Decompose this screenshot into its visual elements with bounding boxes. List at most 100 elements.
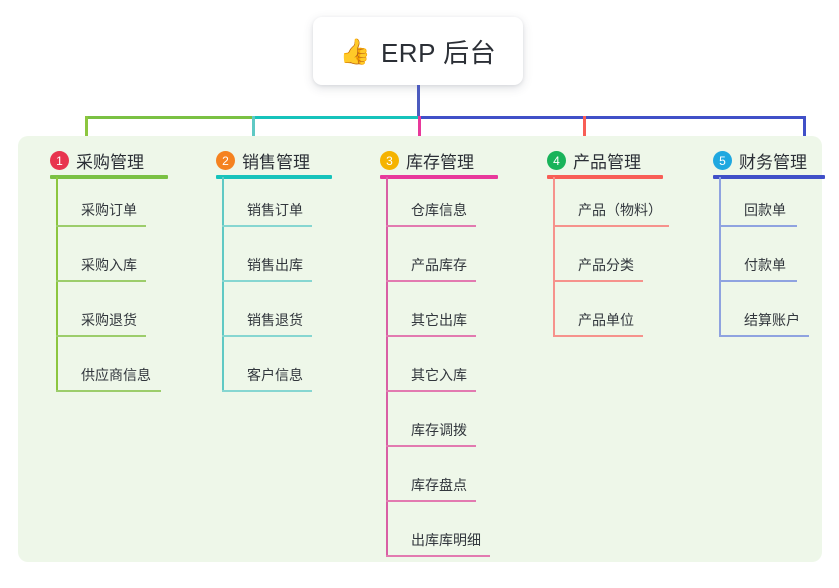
branch-item-label: 销售订单: [247, 202, 303, 218]
branch-item-rule: [56, 390, 161, 392]
branch-header-rule-1: [50, 175, 168, 179]
branch-item-rule: [222, 225, 312, 227]
root-stem-connector: [417, 85, 420, 118]
branch-spine-5: [719, 177, 721, 337]
branch-item-rule: [386, 280, 476, 282]
branch-header-rule-5: [713, 175, 825, 179]
branch-item[interactable]: 采购入库: [56, 238, 146, 282]
branch-item-label: 销售退货: [247, 312, 303, 328]
branch-title-1: 采购管理: [76, 153, 144, 172]
branch-header-4[interactable]: 4 产品管理: [547, 148, 641, 173]
bus-blue-connector: [418, 116, 806, 119]
branches-panel: 1 采购管理采购订单采购入库采购退货供应商信息 2 销售管理销售订单销售出库销售退货客…: [18, 136, 825, 562]
thumbs-up-icon: 👍: [339, 36, 371, 66]
branch-header-1[interactable]: 1 采购管理: [50, 148, 144, 173]
branch-column-4: 4 产品管理产品（物料） 产品分类产品单位: [547, 136, 713, 562]
branch-badge-4: 4: [547, 151, 566, 170]
branch-item-label: 出库库明细: [411, 532, 481, 548]
branch-item-rule: [56, 280, 146, 282]
branch-item-rule: [553, 225, 669, 227]
bus-teal-connector: [252, 116, 419, 119]
branch-item[interactable]: 仓库信息: [386, 183, 476, 227]
branch-item-label: 回款单: [744, 202, 786, 218]
drop-1-connector: [85, 116, 88, 144]
branch-item[interactable]: 产品库存: [386, 238, 476, 282]
branch-item[interactable]: 采购退货: [56, 293, 146, 337]
root-node[interactable]: 👍 ERP 后台: [313, 17, 523, 85]
branch-item-label: 付款单: [744, 257, 786, 273]
branch-badge-1: 1: [50, 151, 69, 170]
branch-item[interactable]: 产品单位: [553, 293, 643, 337]
branch-item[interactable]: 回款单: [719, 183, 797, 227]
branch-item-label: 其它出库: [411, 312, 467, 328]
branch-item[interactable]: 销售出库: [222, 238, 312, 282]
branch-item[interactable]: 其它入库: [386, 348, 476, 392]
branch-item[interactable]: 库存盘点: [386, 458, 476, 502]
branch-item[interactable]: 客户信息: [222, 348, 312, 392]
branch-item-rule: [56, 335, 146, 337]
branch-header-rule-4: [547, 175, 663, 179]
drop-5-connector: [803, 116, 806, 144]
branch-item-rule: [553, 335, 643, 337]
branch-item[interactable]: 销售订单: [222, 183, 312, 227]
branch-item-rule: [222, 335, 312, 337]
branch-title-2: 销售管理: [242, 153, 310, 172]
branch-item-rule: [386, 500, 476, 502]
branch-badge-2: 2: [216, 151, 235, 170]
branch-item[interactable]: 产品（物料）: [553, 183, 669, 227]
branch-item-rule: [222, 280, 312, 282]
bus-green-connector: [85, 116, 253, 119]
branch-item-label: 产品单位: [578, 312, 634, 328]
branch-item-label: 采购入库: [81, 257, 137, 273]
branch-spine-2: [222, 177, 224, 392]
branch-item-label: 产品分类: [578, 257, 634, 273]
branch-item[interactable]: 其它出库: [386, 293, 476, 337]
branch-item-rule: [386, 335, 476, 337]
branch-item[interactable]: 供应商信息: [56, 348, 161, 392]
branch-item-rule: [719, 280, 797, 282]
branch-item[interactable]: 采购订单: [56, 183, 146, 227]
branch-column-5: 5 财务管理回款单付款单结算账户: [713, 136, 833, 562]
branch-item[interactable]: 销售退货: [222, 293, 312, 337]
branch-item-label: 供应商信息: [81, 367, 151, 383]
branch-column-2: 2 销售管理销售订单销售出库销售退货客户信息: [216, 136, 376, 562]
branch-item-label: 库存盘点: [411, 477, 467, 493]
branch-item-label: 采购订单: [81, 202, 137, 218]
branch-column-1: 1 采购管理采购订单采购入库采购退货供应商信息: [50, 136, 212, 562]
branch-item-rule: [56, 225, 146, 227]
branch-badge-5: 5: [713, 151, 732, 170]
branch-header-rule-2: [216, 175, 332, 179]
branch-item[interactable]: 库存调拨: [386, 403, 476, 447]
branch-header-2[interactable]: 2 销售管理: [216, 148, 310, 173]
drop-2-connector: [252, 116, 255, 144]
branch-item-label: 其它入库: [411, 367, 467, 383]
drop-4-connector: [583, 116, 586, 144]
branch-item-rule: [719, 225, 797, 227]
drop-3-connector: [418, 116, 421, 144]
branch-item-label: 产品库存: [411, 257, 467, 273]
branch-item[interactable]: 结算账户: [719, 293, 809, 337]
branch-item-rule: [386, 390, 476, 392]
branch-item-rule: [386, 225, 476, 227]
branch-item-rule: [719, 335, 809, 337]
branch-item[interactable]: 出库库明细: [386, 513, 490, 557]
branch-item-label: 库存调拨: [411, 422, 467, 438]
branch-item-label: 客户信息: [247, 367, 303, 383]
branch-spine-1: [56, 177, 58, 392]
branch-item-label: 产品（物料）: [578, 202, 662, 218]
root-node-content: 👍 ERP 后台: [340, 33, 496, 70]
branch-title-4: 产品管理: [573, 153, 641, 172]
branch-item-label: 采购退货: [81, 312, 137, 328]
branch-item[interactable]: 付款单: [719, 238, 797, 282]
branch-badge-3: 3: [380, 151, 399, 170]
branch-item-rule: [222, 390, 312, 392]
branch-item-rule: [386, 445, 476, 447]
branch-item-label: 销售出库: [247, 257, 303, 273]
branch-item[interactable]: 产品分类: [553, 238, 643, 282]
branch-spine-4: [553, 177, 555, 337]
branch-title-5: 财务管理: [739, 153, 807, 172]
branch-header-5[interactable]: 5 财务管理: [713, 148, 807, 173]
branch-spine-3: [386, 177, 388, 557]
